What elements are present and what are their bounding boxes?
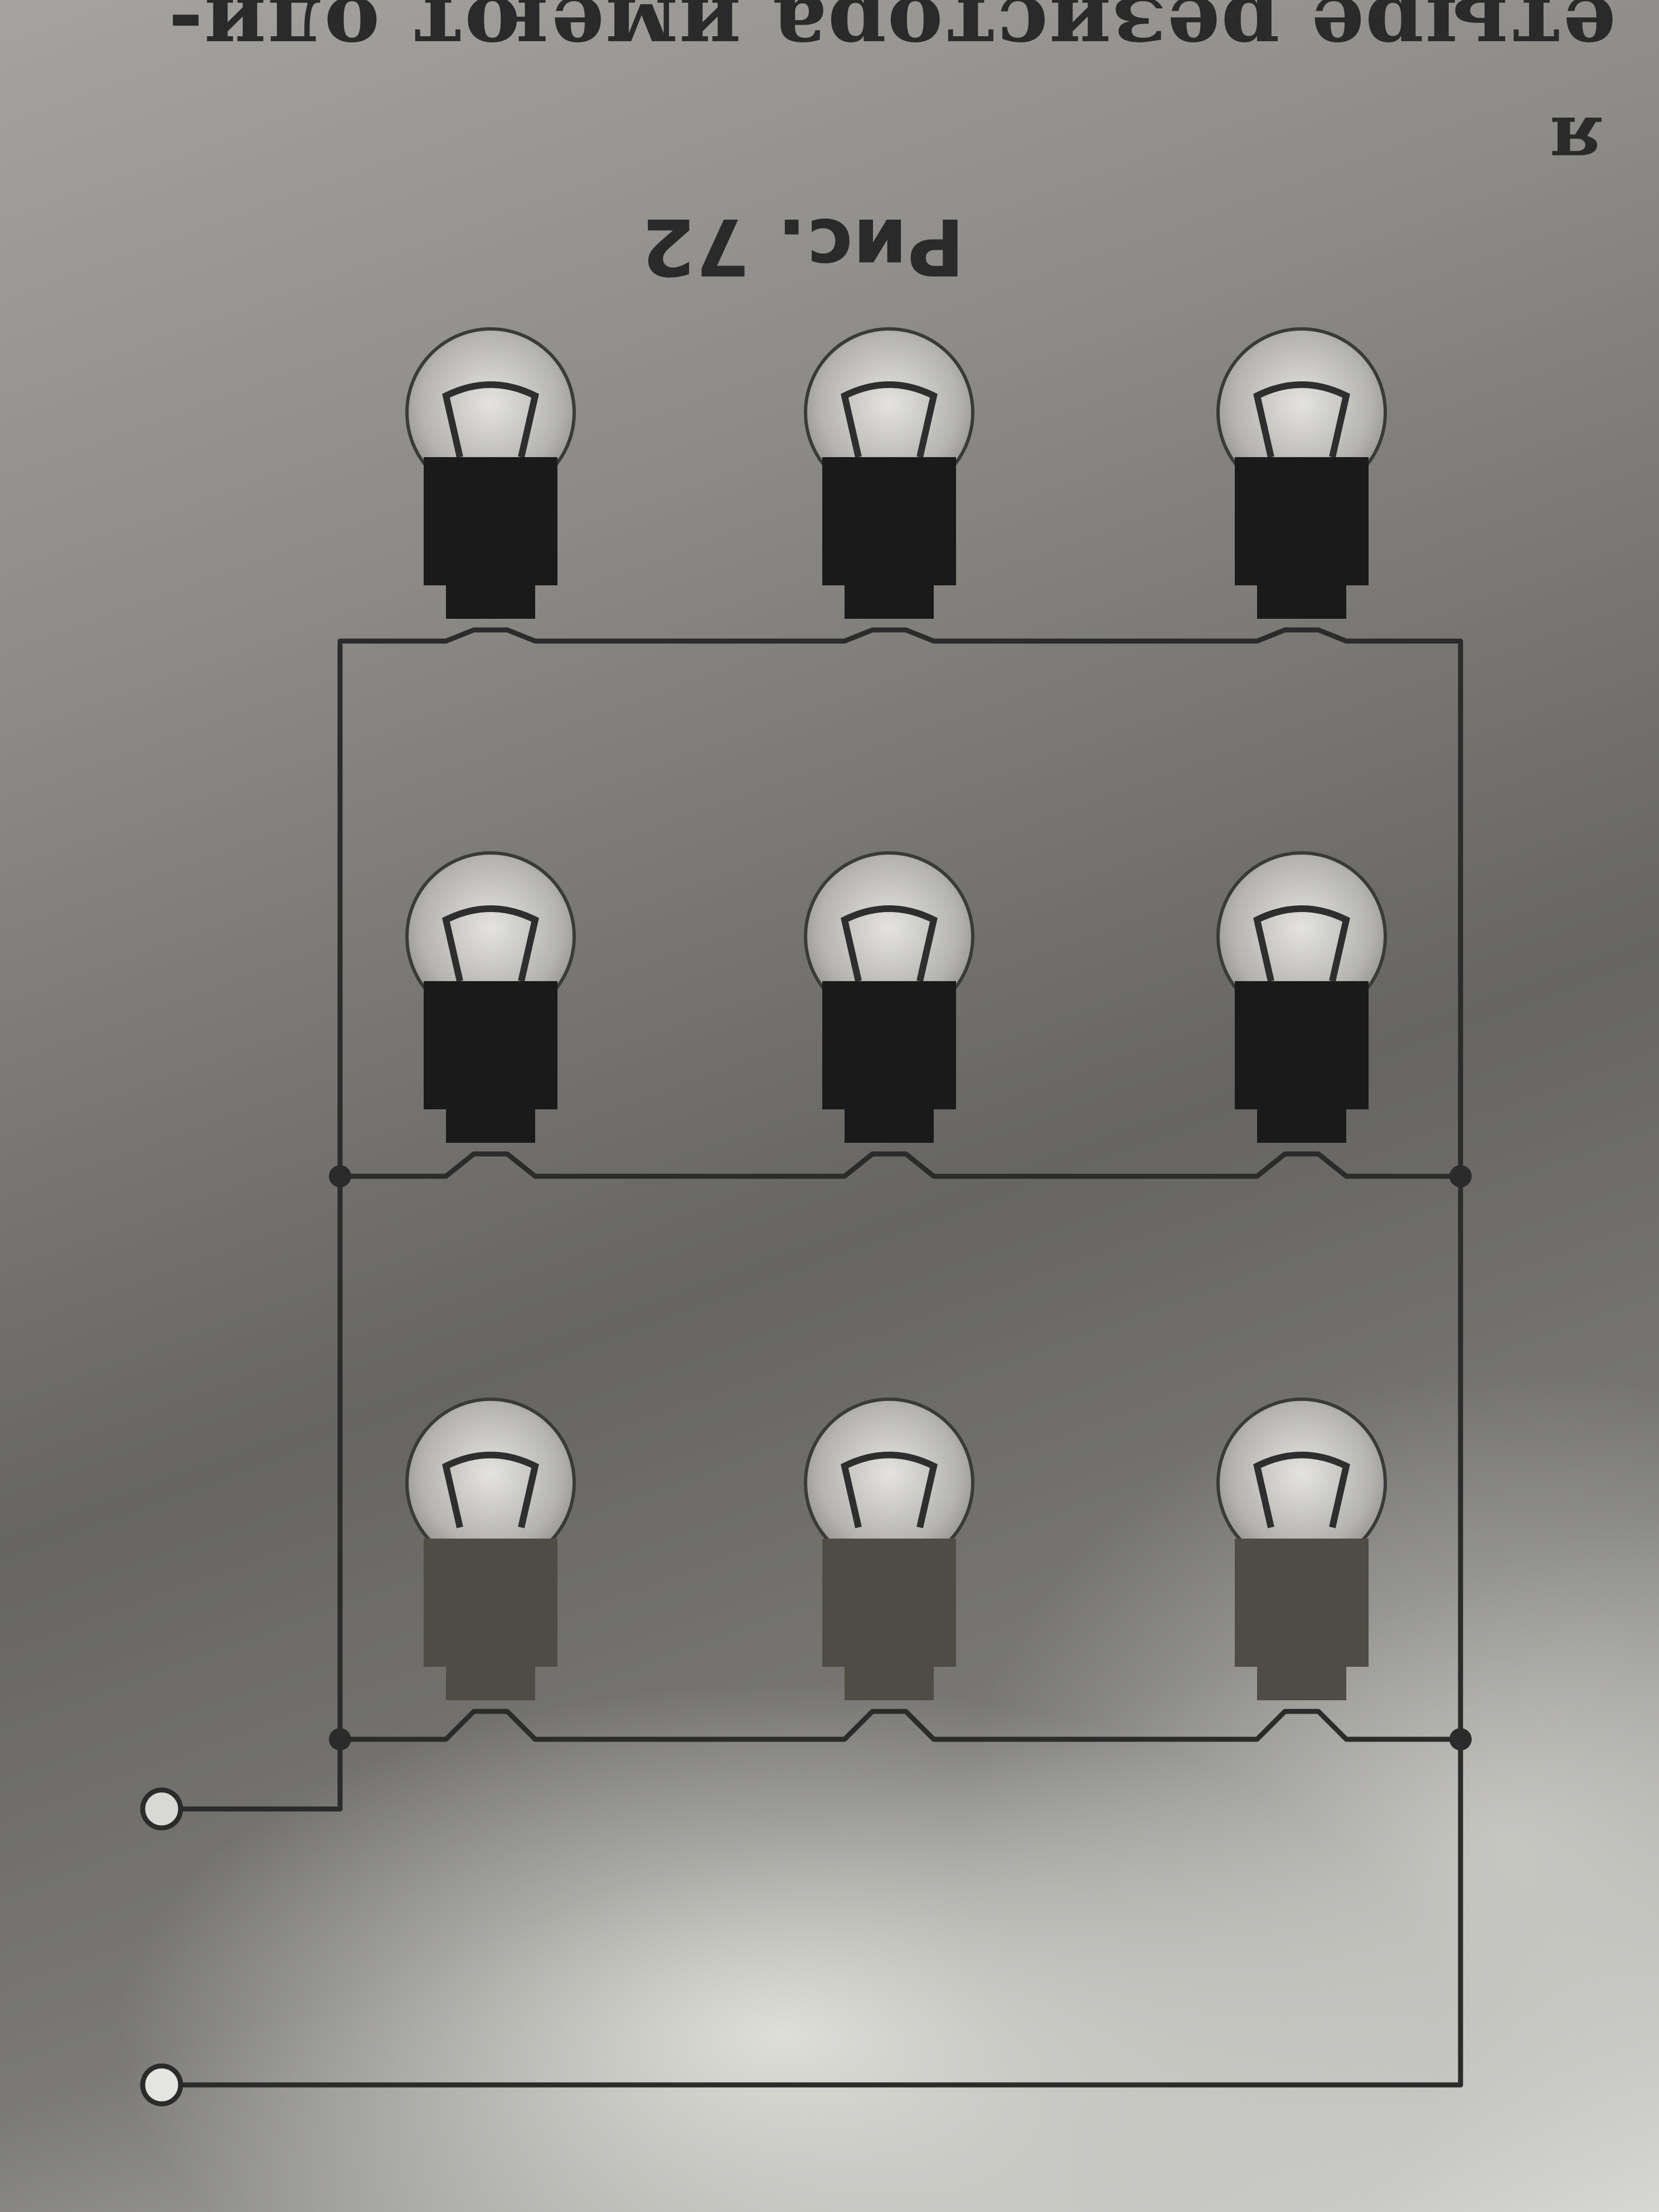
bus-rail-row-3: [340, 1709, 1461, 1742]
filament-icon: [1253, 905, 1350, 982]
bulb-contact-icon: [845, 1667, 934, 1700]
bulb-contact-icon: [1257, 1109, 1346, 1143]
bulb-contact-icon: [845, 585, 934, 619]
junction-dot: [1449, 1165, 1472, 1187]
bulb-base-icon: [822, 457, 956, 585]
filament-icon: [442, 381, 539, 458]
filament-icon: [841, 1452, 938, 1529]
bulb-base-icon: [1235, 457, 1369, 585]
bulb-base-icon: [1235, 1539, 1369, 1667]
junction-dot: [329, 1165, 351, 1187]
bulb-contact-icon: [845, 1109, 934, 1143]
bus-rail-row-2: [340, 1151, 1461, 1179]
filament-icon: [1253, 1452, 1350, 1529]
bulb-base-icon: [1235, 981, 1369, 1109]
filament-icon: [442, 1452, 539, 1529]
bulb-contact-icon: [1257, 585, 1346, 619]
junction-dot: [1449, 1728, 1472, 1750]
bulb-contact-icon: [446, 1667, 535, 1700]
terminal-icon: [140, 1787, 183, 1831]
bulb-base-icon: [424, 457, 557, 585]
filament-icon: [1253, 381, 1350, 458]
bulb-contact-icon: [1257, 1667, 1346, 1700]
terminal-icon: [140, 2063, 183, 2107]
bulb-base-icon: [424, 981, 557, 1109]
bulb-contact-icon: [446, 585, 535, 619]
bus-rail-row-1: [340, 627, 1461, 644]
filament-icon: [841, 381, 938, 458]
bulb-base-icon: [822, 1539, 956, 1667]
junction-dot: [329, 1728, 351, 1750]
bulb-contact-icon: [446, 1109, 535, 1143]
filament-icon: [442, 905, 539, 982]
circuit-group: [140, 327, 1472, 2107]
bulb-base-icon: [822, 981, 956, 1109]
filament-icon: [841, 905, 938, 982]
bulb-base-icon: [424, 1539, 557, 1667]
